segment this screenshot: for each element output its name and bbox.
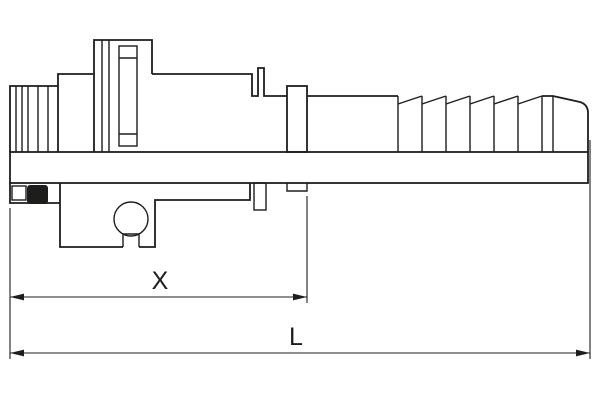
nut-inner-lines — [101, 40, 110, 152]
nut-skirt-outline — [59, 183, 251, 248]
retaining-ring — [253, 182, 267, 211]
standpipe-groove-lines — [15, 86, 49, 152]
dimension-l: L — [10, 140, 591, 359]
arrowhead-left — [10, 293, 24, 301]
lower-detail — [9, 182, 308, 248]
step-shoulder — [57, 73, 94, 86]
section-hatch-band — [9, 151, 589, 184]
lock-ball — [113, 201, 149, 237]
tail-tip-profile — [542, 95, 589, 152]
barb-vertical-lines — [397, 96, 554, 152]
sleeve-tick-lines — [119, 57, 137, 135]
dimension-x-label: X — [152, 267, 169, 295]
collar-block — [286, 85, 308, 153]
collar-lower-flange — [286, 183, 308, 192]
nut-inner-sleeve — [118, 45, 138, 147]
dimension-x: X — [9, 196, 308, 359]
arrowhead-right — [293, 293, 307, 301]
ball-notch — [122, 233, 140, 247]
barb-slant-edges — [397, 95, 543, 105]
arrowhead-left — [10, 349, 24, 357]
body-top-edge — [152, 67, 287, 97]
standpipe-groove-block — [9, 85, 59, 152]
dimension-l-label: L — [289, 323, 303, 351]
arrowhead-right — [576, 349, 590, 357]
upper-profile — [9, 39, 589, 153]
o-ring-seal — [27, 185, 48, 204]
backup-ring — [11, 185, 27, 201]
swivel-nut-outline — [93, 39, 153, 152]
